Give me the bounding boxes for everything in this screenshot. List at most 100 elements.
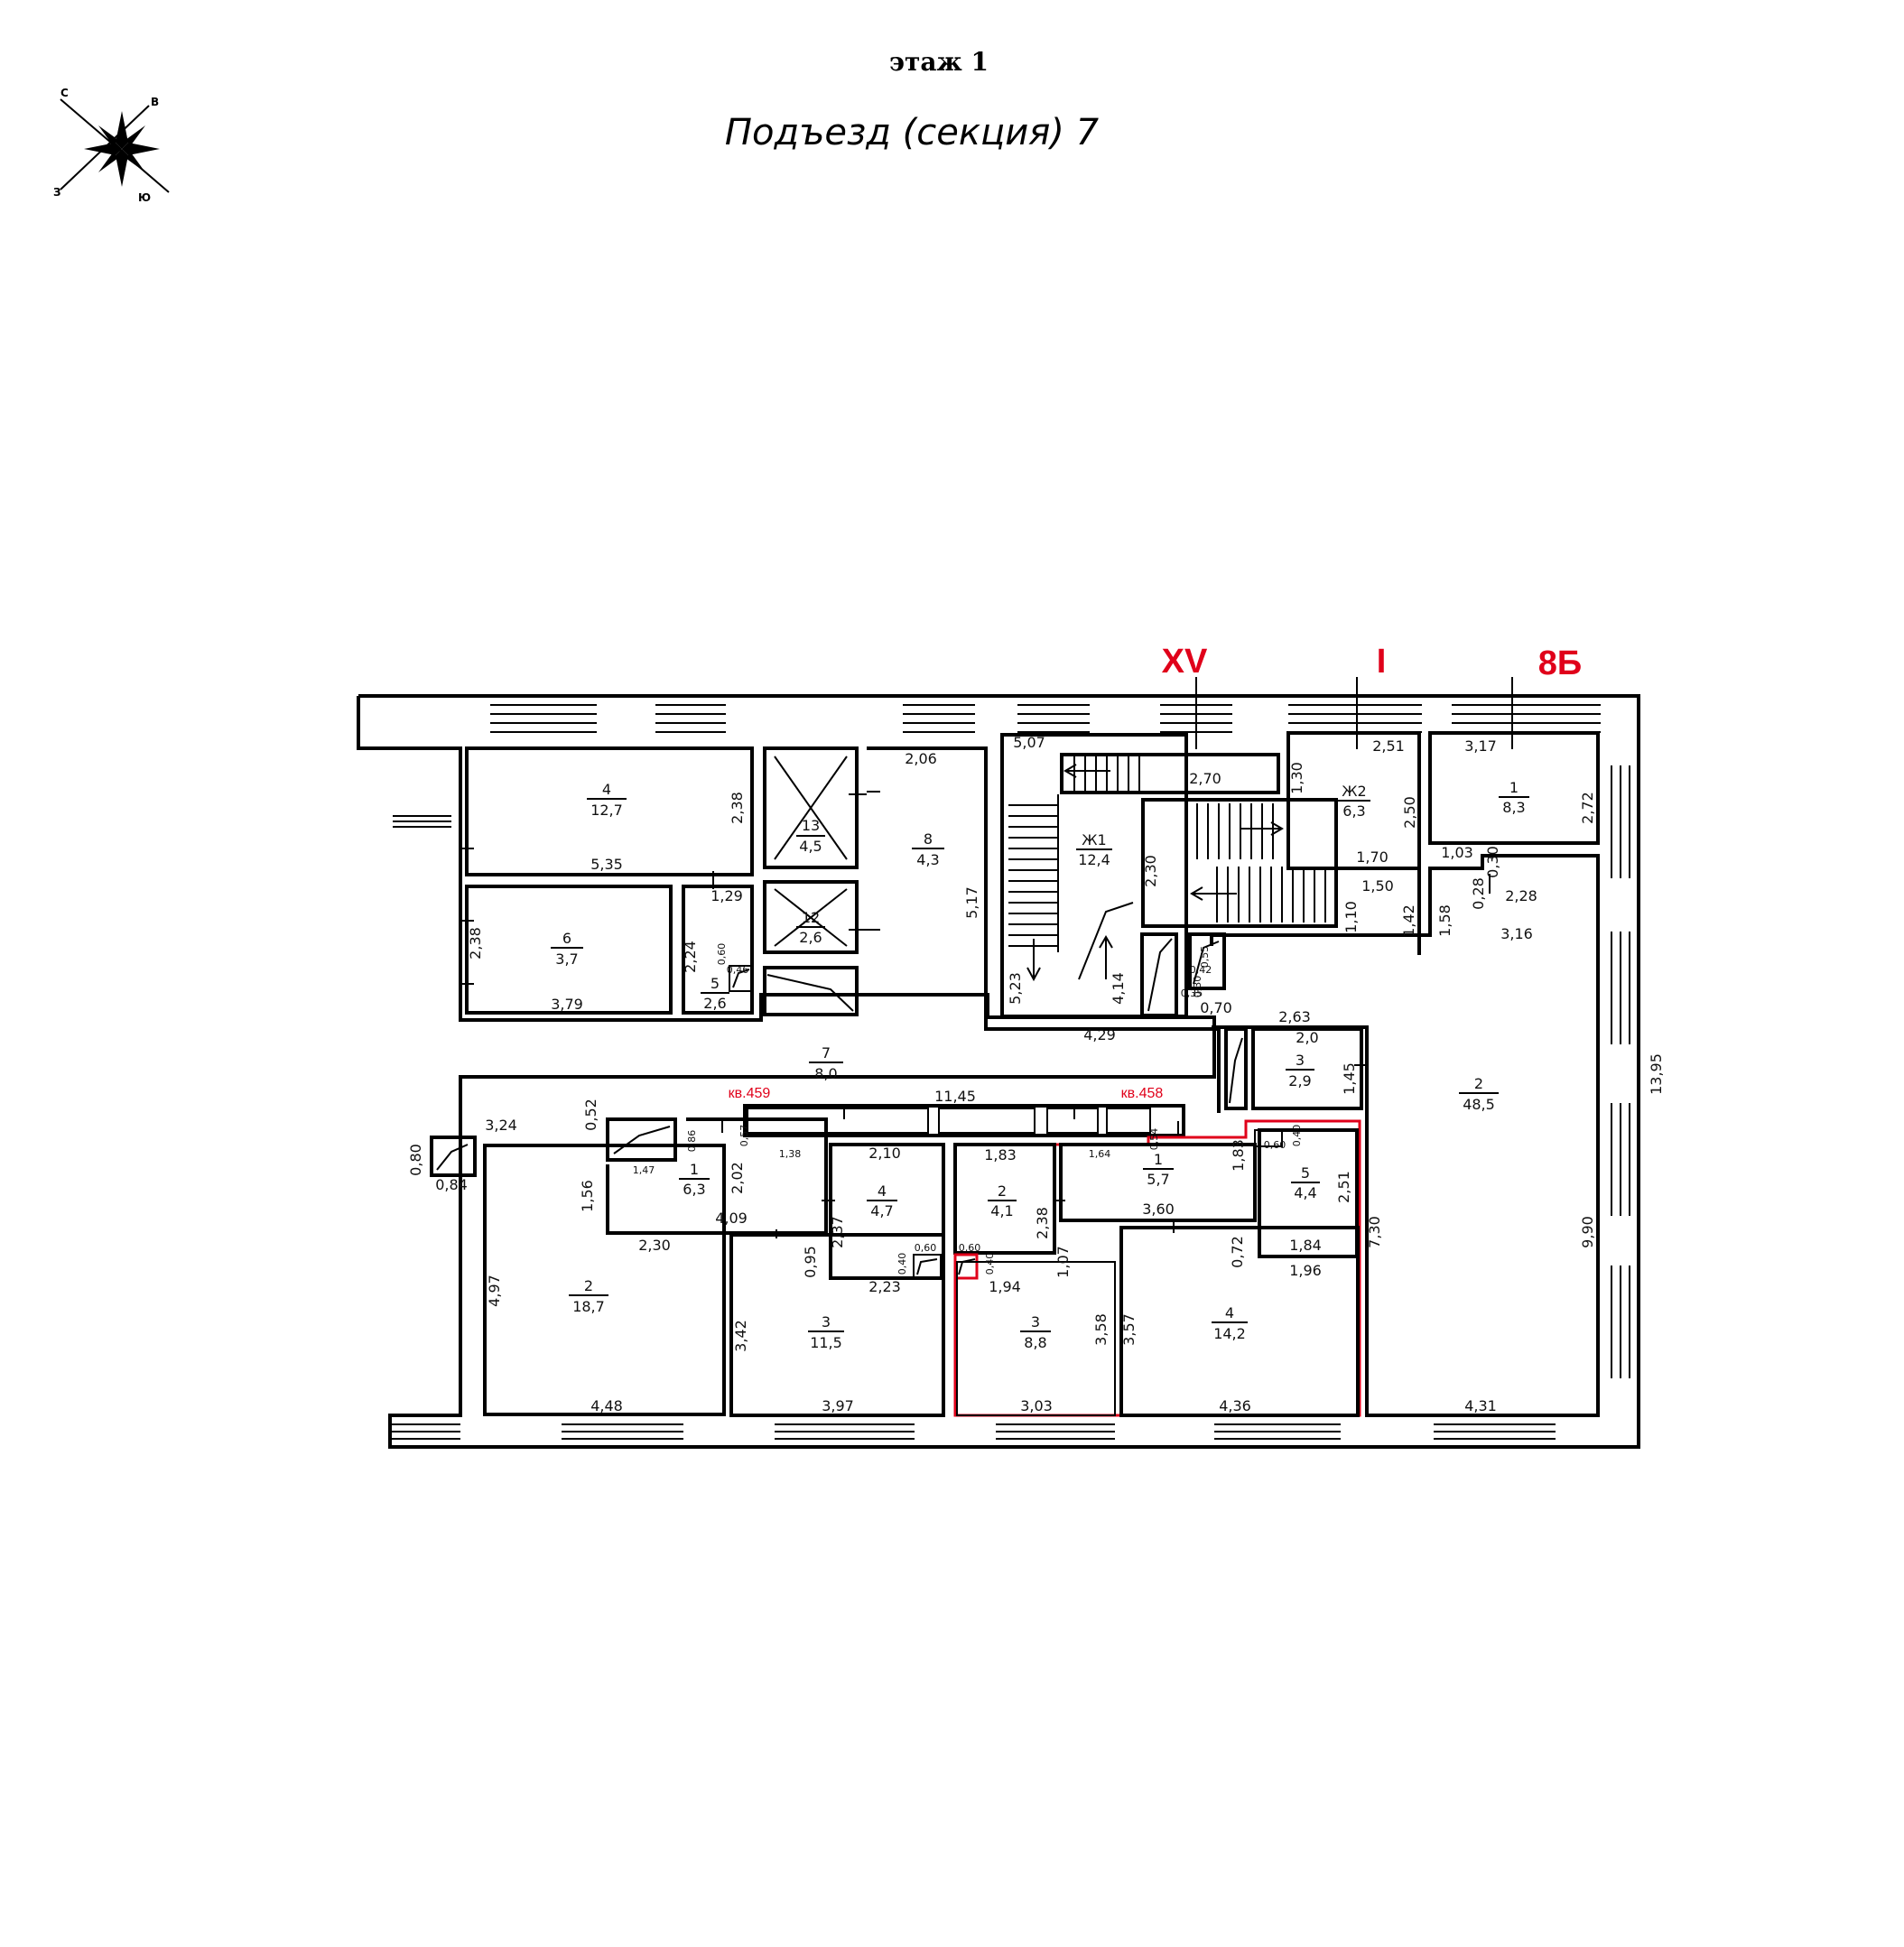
dim: 13,95 [1648,1053,1665,1095]
dim: 0,60 [959,1242,981,1254]
dim: 5,35 [590,856,623,873]
dim: 3,16 [1500,925,1533,942]
dim: 0,42 [1190,964,1212,976]
compass-letter-s: Ю [138,191,151,204]
dim: 0,40 [896,1253,908,1275]
room-3-458-num: 3 [1031,1313,1040,1330]
dim: 1,10 [1342,901,1360,933]
dim: 0,30 [1192,976,1203,998]
dim: 5,07 [1013,734,1045,751]
room-labels: 4 12,7 13 4,5 8 4,3 6 3,7 5 2,6 12 2,6 Ж… [551,779,1529,1351]
top-windows [490,704,1601,733]
dim: 1,56 [579,1180,596,1212]
dim: 2,06 [905,750,937,767]
corridor-8 [867,746,1221,1113]
apartment-458-label: кв.458 [1121,1086,1164,1101]
dim: 0,95 [802,1246,819,1278]
room-12-num: 12 [802,909,820,926]
dim: 2,30 [638,1237,671,1254]
room-shaft [763,966,859,1016]
dim: 2,70 [1189,770,1221,787]
shaft-c [1224,1027,1248,1110]
dim: 1,70 [1356,848,1389,866]
dim: 0,86 [686,1130,698,1153]
room-zh2-area: 6,3 [1342,802,1365,820]
room-1-right-num: 1 [1509,779,1519,796]
room-1-right-area: 8,3 [1502,799,1525,816]
dim: 2,63 [1278,1008,1311,1025]
dim: 1,96 [1289,1262,1322,1279]
dim: 0,30 [1484,846,1501,878]
dim: 0,40 [1291,1125,1303,1147]
room-3-459 [729,1233,945,1417]
dim: 1,07 [1054,1246,1072,1278]
dim: 0,72 [1229,1236,1246,1268]
room-5-small-num: 5 [711,975,720,992]
dim: 2,51 [1372,737,1405,755]
dim: 4,31 [1464,1397,1497,1414]
compass-letter-e: В [151,96,159,108]
dim: 0,60 [915,1242,937,1254]
dim: 4,48 [590,1397,623,1414]
dim: 2,28 [1505,887,1537,904]
dim: 1,58 [1436,904,1454,937]
dim: 0,54 [1148,1128,1160,1151]
dim: 5,23 [1007,972,1024,1005]
dim: 1,84 [1289,1237,1322,1254]
room-3-459-area: 11,5 [810,1334,842,1351]
room-1-459-num: 1 [690,1161,699,1178]
dim: 3,24 [485,1117,517,1134]
dim: 2,50 [1401,796,1418,829]
dim: 11,45 [934,1088,976,1105]
dim: 1,83 [984,1146,1017,1164]
dim: 2,38 [1034,1207,1051,1239]
room-5-small-area: 2,6 [703,995,726,1012]
room-5-458-area: 4,4 [1294,1184,1316,1201]
apartment-458 [953,1119,1361,1417]
room-3-small-num: 3 [1296,1052,1305,1069]
dim: 1,83 [1230,1139,1247,1172]
stair-steps-top [1073,756,1140,791]
room-13 [763,746,859,869]
dim: 1,42 [1400,904,1417,937]
dim: 3,79 [551,996,583,1013]
room-4-459 [829,1143,945,1280]
dim: 1,03 [1441,844,1473,861]
compass-rose-icon: С В З Ю [53,87,170,204]
room-2-458-area: 4,1 [990,1202,1013,1219]
room-2-459 [483,1144,726,1416]
room-4-top [465,746,754,876]
dim: 2,38 [729,792,746,824]
dim: 0,70 [1200,999,1232,1016]
room-1-459-area: 6,3 [683,1181,705,1198]
stair-zh1 [1000,733,1188,1018]
room-3-458 [956,1261,1116,1416]
dim: 2,0 [1296,1029,1318,1046]
dim: 4,36 [1219,1397,1251,1414]
room-7-num: 7 [822,1044,831,1062]
room-2-big-area: 48,5 [1463,1096,1495,1113]
marker-xv: XV [1162,643,1208,681]
dim: 1,64 [1089,1148,1111,1160]
stair-zh2 [1141,798,1338,928]
door-ticks [460,793,1491,1238]
room-12-area: 2,6 [799,929,822,946]
room-2-big [1210,854,1600,1417]
room-zh2-num: Ж2 [1342,783,1366,800]
compass-letter-w: З [53,186,61,199]
dim: 0,80 [407,1144,424,1176]
room-1-458 [1059,1143,1257,1222]
dim: 9,90 [1579,1216,1596,1248]
dim: 4,29 [1083,1026,1116,1043]
room-3-small [1251,1027,1363,1110]
room-2-459-area: 18,7 [572,1298,605,1315]
dim: 1,29 [711,887,743,904]
room-5-small [682,885,754,1015]
room-3-459-num: 3 [822,1313,831,1330]
stair-steps-left [1008,794,1059,952]
room-4-top-area: 12,7 [590,802,623,819]
room-6 [465,885,673,1015]
dim: 0,55 [1199,946,1211,969]
dim: 3,03 [1020,1397,1053,1414]
dim: 5,17 [963,886,980,919]
